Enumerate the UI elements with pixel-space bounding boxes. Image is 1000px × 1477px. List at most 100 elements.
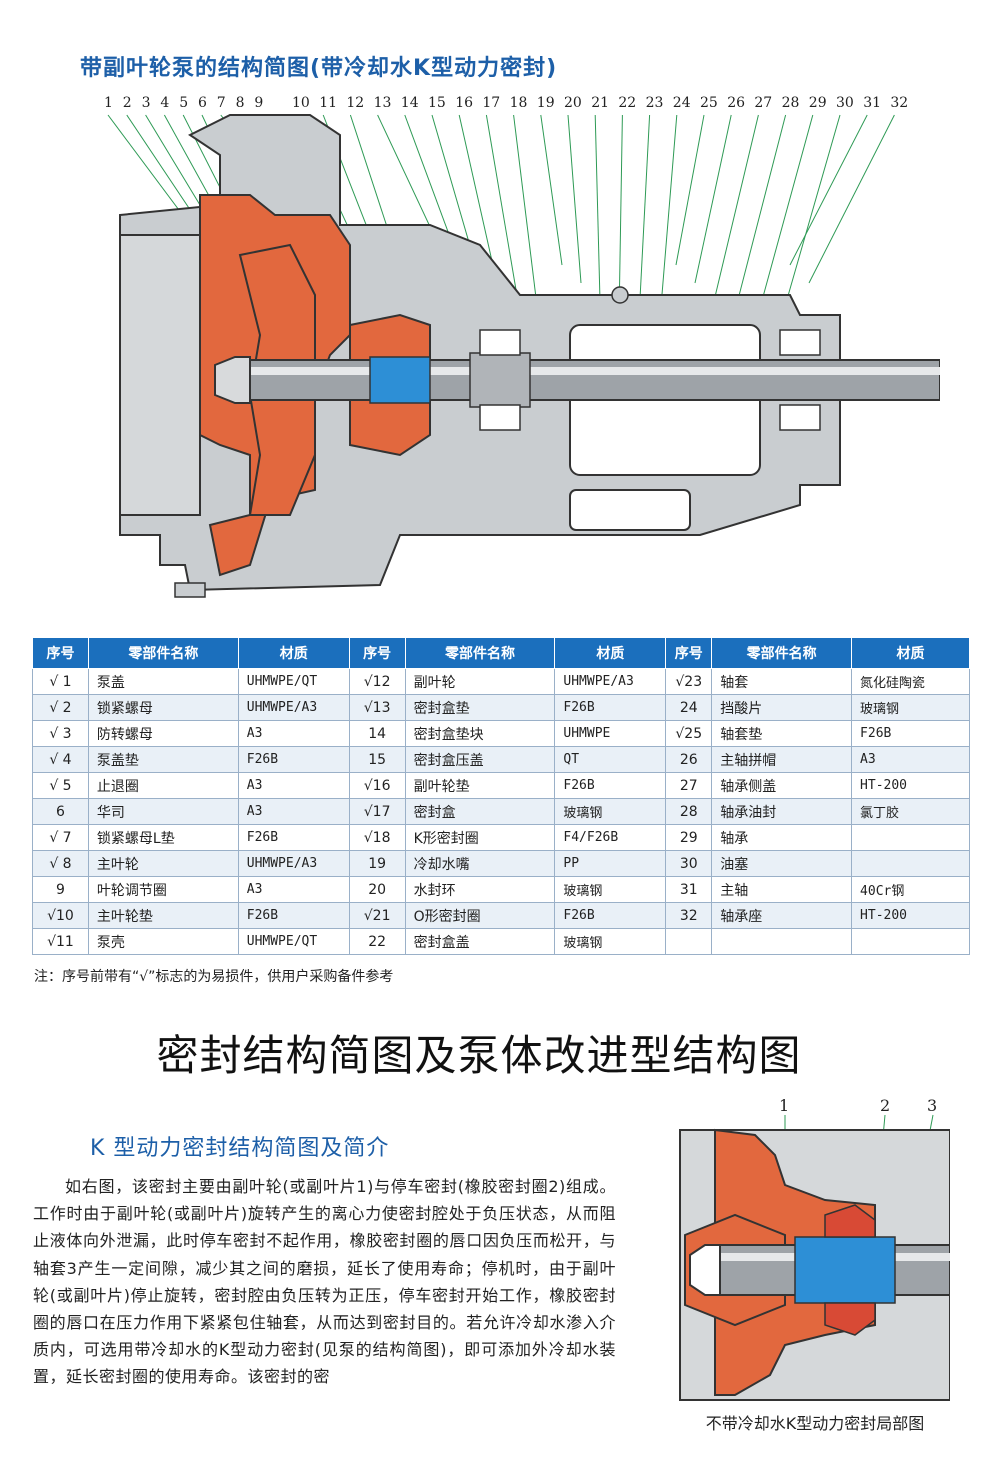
table-note: 注：序号前带有“√”标志的为易损件，供用户采购备件参考 xyxy=(34,969,394,985)
table-cell: 泵盖 xyxy=(87,668,239,695)
table-cell: 密封盒 xyxy=(404,798,556,825)
callout-leader xyxy=(789,114,868,266)
shaft-collar xyxy=(469,352,531,408)
callout-number: 32 xyxy=(890,95,909,111)
table-cell: √11 xyxy=(32,928,89,955)
callout-number: 9 xyxy=(254,95,264,111)
table-cell: F26B xyxy=(237,902,350,929)
table-cell: 轴套垫 xyxy=(711,720,853,747)
callout-number: 13 xyxy=(373,95,392,111)
table-cell: UHMWPE/A3 xyxy=(237,694,350,721)
table-cell: QT xyxy=(554,746,667,773)
table-cell: F26B xyxy=(554,694,667,721)
table-cell: 副叶轮垫 xyxy=(404,772,556,799)
seal-rubber-ring-lower xyxy=(824,1302,876,1336)
callout-leader xyxy=(808,114,895,284)
table-cell: √12 xyxy=(348,668,406,695)
table-cell: A3 xyxy=(237,772,350,799)
table-cell: F26B xyxy=(554,902,667,929)
callout-leader xyxy=(618,114,623,320)
table-cell: 玻璃钢 xyxy=(554,876,667,903)
section-subtitle: K 型动力密封结构简图及简介 xyxy=(90,1136,390,1161)
table-cell: 32 xyxy=(665,902,713,929)
table-cell: 玻璃钢 xyxy=(554,928,667,955)
table-cell: √ 1 xyxy=(32,668,89,695)
table-cell: 轴承油封 xyxy=(711,798,853,825)
table-cell: 挡酸片 xyxy=(711,694,853,721)
oil-plug xyxy=(611,286,629,304)
callout-number: 25 xyxy=(700,95,718,111)
table-cell: 24 xyxy=(665,694,713,721)
drain-bolt xyxy=(174,582,206,598)
table-cell: HT-200 xyxy=(851,902,970,929)
callout-number: 28 xyxy=(781,95,800,111)
table-cell: 22 xyxy=(348,928,406,955)
table-cell: 主叶轮垫 xyxy=(87,902,239,929)
callout-number: 6 xyxy=(198,95,207,111)
table-cell: 水封环 xyxy=(404,876,556,903)
callout-number: 1 xyxy=(104,95,113,111)
table-cell: 6 xyxy=(32,798,89,825)
seal-label-3: 3 xyxy=(927,1096,937,1115)
callout-number: 14 xyxy=(400,95,419,111)
table-cell: √23 xyxy=(665,668,713,695)
callout-number: 5 xyxy=(179,95,189,111)
shaft-highlight xyxy=(240,367,940,375)
callout-number: 20 xyxy=(564,95,582,111)
table-cell: UHMWPE/QT xyxy=(237,928,350,955)
table-cell: 主叶轮 xyxy=(87,850,239,877)
table-cell: √21 xyxy=(348,902,406,929)
callout-number: 24 xyxy=(672,95,691,111)
seal-sleeve xyxy=(794,1236,896,1304)
table-cell: √16 xyxy=(348,772,406,799)
callout-number: 7 xyxy=(216,95,226,111)
table-cell: √ 3 xyxy=(32,720,89,747)
callout-number: 10 xyxy=(292,95,310,111)
table-cell: 密封盒垫 xyxy=(404,694,556,721)
table-cell: √10 xyxy=(32,902,89,929)
table-cell: 防转螺母 xyxy=(87,720,239,747)
seal-nut xyxy=(689,1244,721,1296)
table-cell: F26B xyxy=(237,824,350,851)
table-cell: 26 xyxy=(665,746,713,773)
table-cell: √13 xyxy=(348,694,406,721)
table-cell: 9 xyxy=(32,876,89,903)
table-cell: 玻璃钢 xyxy=(554,798,667,825)
callout-number: 19 xyxy=(536,95,555,111)
table-cell: √17 xyxy=(348,798,406,825)
callout-number: 8 xyxy=(235,95,245,111)
table-cell: 20 xyxy=(348,876,406,903)
table-cell: A3 xyxy=(851,746,970,773)
table-cell: A3 xyxy=(237,720,350,747)
table-cell: 止退圈 xyxy=(87,772,239,799)
callout-leader xyxy=(567,114,582,284)
table-cell: UHMWPE/QT xyxy=(237,668,350,695)
table-cell: √ 7 xyxy=(32,824,89,851)
table-cell: UHMWPE/A3 xyxy=(237,850,350,877)
seal-rubber-ring xyxy=(824,1204,876,1238)
callout-number: 29 xyxy=(808,95,827,111)
table-cell: 冷却水嘴 xyxy=(404,850,556,877)
table-cell xyxy=(851,824,970,851)
table-cell: 轴承侧盖 xyxy=(711,772,853,799)
table-cell xyxy=(665,928,713,955)
table-cell: 泵盖垫 xyxy=(87,746,239,773)
page-title: 带副叶轮泵的结构简图(带冷却水K型动力密封) xyxy=(80,56,558,81)
table-cell: UHMWPE/A3 xyxy=(554,668,667,695)
table-cell: 40Cr钢 xyxy=(851,876,970,903)
table-cell: 14 xyxy=(348,720,406,747)
table-cell: 叶轮调节圈 xyxy=(87,876,239,903)
table-cell: A3 xyxy=(237,798,350,825)
table-cell: UHMWPE xyxy=(554,720,667,747)
table-header-cell: 零部件名称 xyxy=(87,637,239,669)
table-cell: √ 5 xyxy=(32,772,89,799)
callout-number: 4 xyxy=(160,95,170,111)
table-cell: 30 xyxy=(665,850,713,877)
